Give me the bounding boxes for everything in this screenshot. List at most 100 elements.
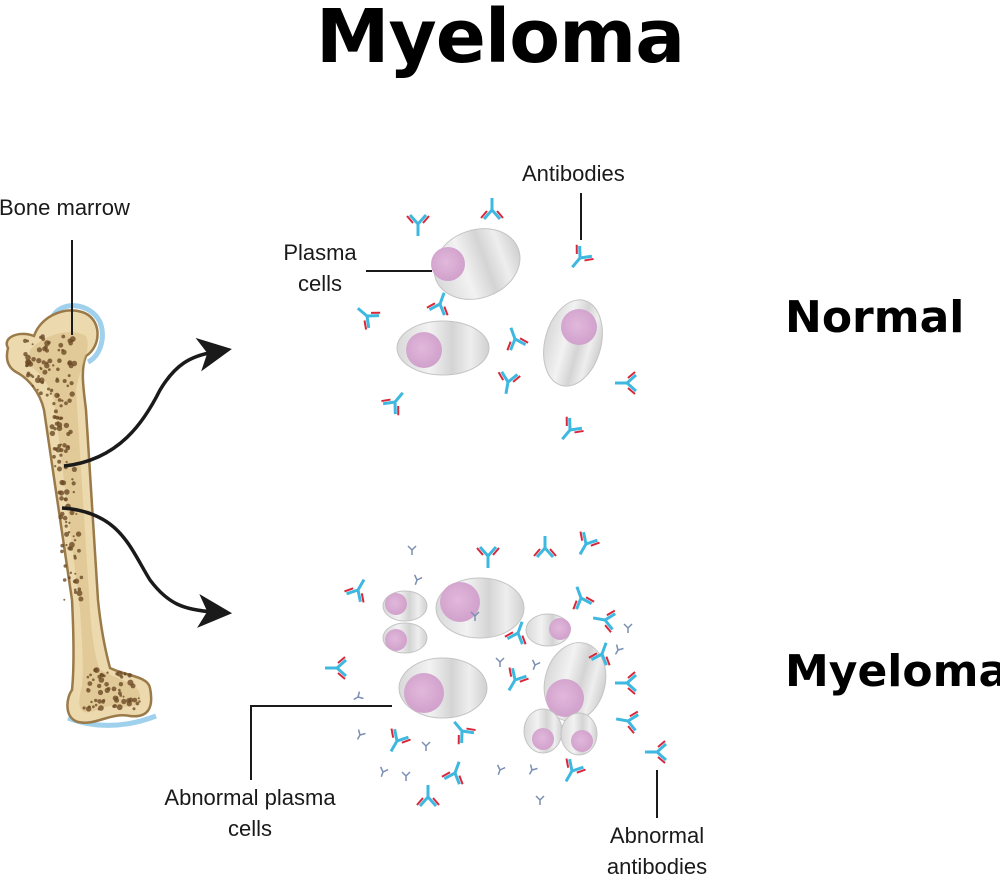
cell-nucleus [440,582,480,622]
marrow-spot [73,588,77,592]
marrow-spot [65,445,71,451]
marrow-spot [65,543,68,547]
marrow-spot [73,578,80,584]
normal-section-label: Normal [785,292,965,343]
marrow-spot [130,683,136,689]
marrow-spot [77,548,81,553]
abnormal-antibodies-label-line1: Abnormal [609,823,705,848]
pointer-lines [71,193,658,818]
antibody [588,642,611,666]
antibody [615,371,637,395]
marrow-spot [31,343,34,346]
antibody [615,710,640,734]
marrow-spot [57,466,62,472]
marrow-spot [69,510,75,516]
diagram-title: Myeloma [315,0,685,80]
antibody [381,391,404,416]
marrow-spot [42,346,47,352]
antibodies-label: Antibodies [522,161,625,186]
marrow-spot [66,384,70,388]
small-antibody [413,574,423,585]
marrow-spot [63,497,68,502]
marrow-spot [116,670,123,677]
marrow-spot [92,705,95,709]
abnormal-antibodies-label-line2: antibodies [606,854,708,879]
marrow-spot [113,704,117,708]
cell-nucleus [571,730,593,752]
marrow-spot [64,401,68,406]
small-antibody [495,657,505,667]
antibody [497,370,521,395]
marrow-spot [55,377,59,381]
marrow-spot [75,531,82,537]
marrow-spot [89,673,92,677]
cell-nucleus [549,618,571,640]
marrow-spot [121,698,127,705]
marrow-spot [65,460,68,464]
small-antibody [623,623,633,633]
antibodies-group [325,198,667,807]
antibody [441,761,464,785]
marrow-spot [57,444,61,448]
antibody [504,621,527,645]
marrow-spot [31,384,34,387]
marrow-spot [44,363,50,369]
marrow-spot [79,575,84,580]
antibody [325,656,347,680]
marrow-spot [73,590,78,594]
marrow-spot [53,409,58,414]
marrow-spot [60,549,64,554]
marrow-spot [52,402,56,406]
marrow-spot [90,700,93,704]
cell-nucleus [385,629,407,651]
cell-nucleus [561,309,597,345]
antibody [615,671,637,695]
abnormal-plasma-cells-label: Abnormal plasma cells [140,782,360,844]
marrow-spot [127,673,132,678]
marrow-spot [61,399,64,402]
femur-bone [5,303,157,728]
marrow-spot [31,357,36,362]
marrow-spot [75,513,78,515]
marrow-spot [71,481,76,486]
small-antibody [401,771,411,781]
antibody [356,307,381,330]
marrow-spot [104,687,110,694]
marrow-spot [55,446,62,453]
marrow-spot [61,349,67,355]
marrow-spot [68,546,74,551]
marrow-spot [57,394,60,397]
marrow-spot [118,691,122,696]
marrow-spot [86,688,89,691]
marrow-spot [69,391,75,397]
plasma-cells-label: Plasma cells [270,237,370,299]
small-antibody [496,764,506,775]
marrow-spot [47,358,53,364]
marrow-spot [97,708,100,711]
arrows [61,337,233,628]
marrow-spot [106,671,109,674]
marrow-spot [26,371,31,376]
antibody [571,244,594,269]
small-antibody [470,611,480,621]
marrow-spot [66,431,71,437]
small-antibody [531,659,541,670]
plasma-cells-group [382,228,607,756]
small-antibody [535,795,545,805]
marrow-spot [72,535,75,538]
marrow-spot [87,681,93,686]
marrow-spot [97,699,102,704]
marrow-spot [71,360,78,367]
marrow-spot [97,683,102,689]
cell-nucleus [532,728,554,750]
marrow-spot [62,515,68,521]
antibody [506,327,529,351]
marrow-spot [64,449,68,453]
marrow-spot [77,587,82,591]
marrow-spot [73,539,77,542]
marrow-spot [64,489,70,495]
marrow-spot [37,375,40,378]
cell-nucleus [431,247,465,281]
cell-nucleus [546,679,584,717]
